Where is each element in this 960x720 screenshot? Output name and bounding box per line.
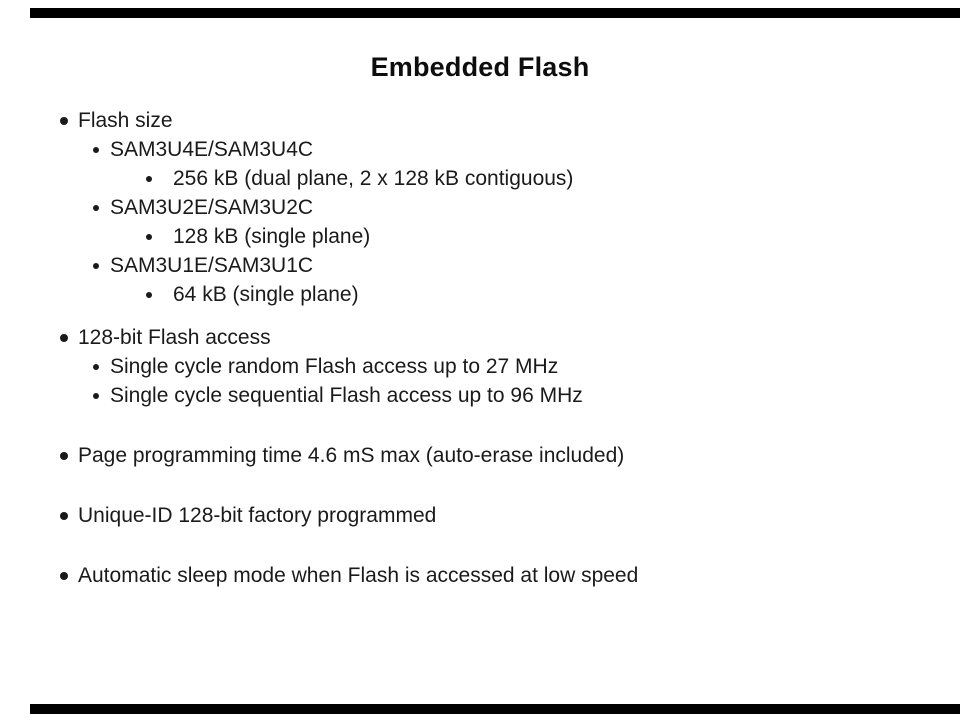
bullet-text: 128-bit Flash access — [78, 326, 271, 349]
bullet-group: Unique-ID 128-bit factory programmed — [0, 501, 960, 530]
bullet-icon — [93, 363, 99, 370]
bullet-icon — [60, 511, 68, 520]
bullet-icon — [93, 392, 99, 399]
bullet-icon — [146, 175, 152, 182]
bullet-icon — [93, 204, 99, 211]
bullet-icon — [60, 333, 68, 342]
bullet-icon — [60, 571, 68, 580]
bullet-text: Unique-ID 128-bit factory programmed — [78, 504, 437, 527]
bullet-item: 128-bit Flash access — [0, 323, 960, 352]
bullet-icon — [146, 291, 152, 298]
bullet-text: Page programming time 4.6 mS max (auto-e… — [78, 444, 625, 467]
bullet-text: 128 kB (single plane) — [173, 225, 371, 248]
bullet-text: 64 kB (single plane) — [173, 283, 359, 306]
bullet-text: Single cycle sequential Flash access up … — [110, 384, 583, 407]
bullet-icon — [93, 146, 99, 153]
bullet-icon — [60, 116, 68, 125]
bullet-text: 256 kB (dual plane, 2 x 128 kB contiguou… — [173, 167, 574, 190]
bullet-group: Automatic sleep mode when Flash is acces… — [0, 561, 960, 590]
bullet-item: Single cycle random Flash access up to 2… — [0, 352, 960, 381]
bullet-item: 256 kB (dual plane, 2 x 128 kB contiguou… — [0, 164, 960, 193]
bullet-item: Automatic sleep mode when Flash is acces… — [0, 561, 960, 590]
slide-title: Embedded Flash — [370, 52, 590, 82]
slide-bottom-bar — [30, 704, 960, 714]
bullet-text: SAM3U2E/SAM3U2C — [110, 196, 314, 219]
bullet-item: SAM3U2E/SAM3U2C — [0, 193, 960, 222]
bullet-item: SAM3U4E/SAM3U4C — [0, 135, 960, 164]
bullet-item: Page programming time 4.6 mS max (auto-e… — [0, 441, 960, 470]
bullet-icon — [146, 233, 152, 240]
bullet-icon — [93, 262, 99, 269]
bullet-item: Flash size — [0, 106, 960, 135]
bullet-item: Unique-ID 128-bit factory programmed — [0, 501, 960, 530]
bullet-icon — [60, 451, 68, 460]
bullet-item: 64 kB (single plane) — [0, 280, 960, 309]
bullet-text: SAM3U1E/SAM3U1C — [110, 254, 314, 277]
bullet-text: SAM3U4E/SAM3U4C — [110, 138, 314, 161]
bullet-text: Flash size — [78, 109, 173, 132]
bullet-item: SAM3U1E/SAM3U1C — [0, 251, 960, 280]
bullet-item: Single cycle sequential Flash access up … — [0, 381, 960, 410]
slide-top-bar — [30, 8, 960, 18]
bullet-group: Page programming time 4.6 mS max (auto-e… — [0, 441, 960, 470]
bullet-text: Single cycle random Flash access up to 2… — [110, 355, 559, 378]
bullet-item: 128 kB (single plane) — [0, 222, 960, 251]
bullet-text: Automatic sleep mode when Flash is acces… — [78, 564, 639, 587]
